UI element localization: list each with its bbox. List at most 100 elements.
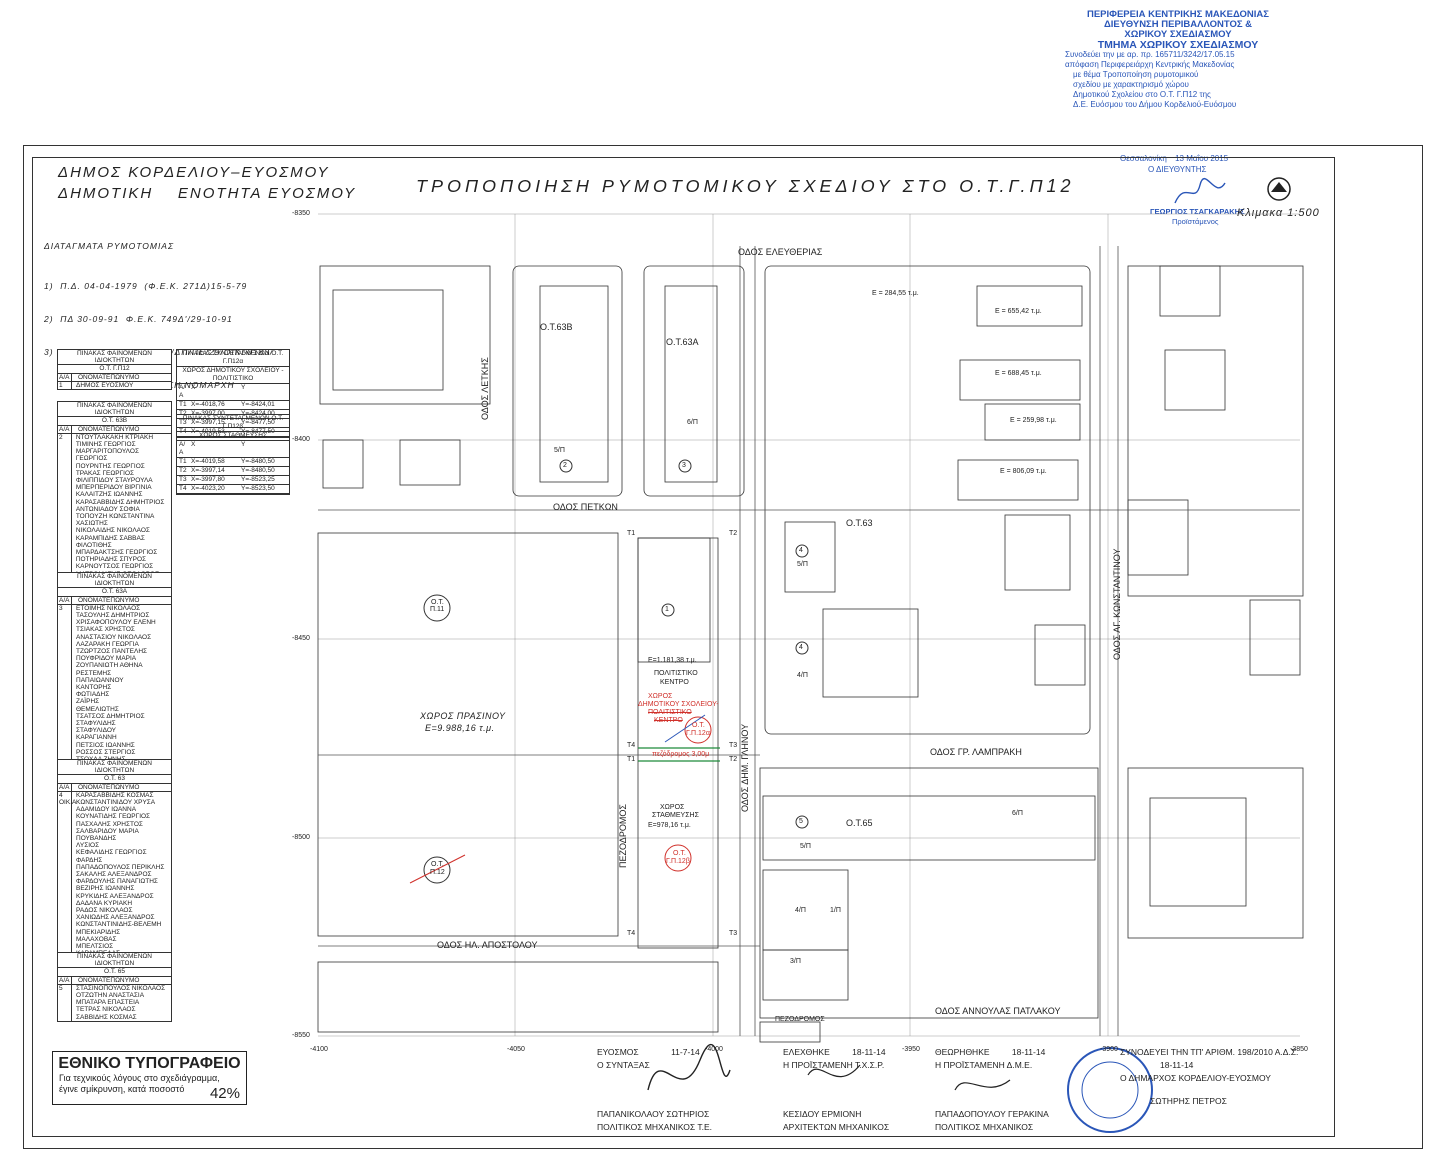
- floors-label: 3/Π: [790, 958, 801, 965]
- owner-name: ΤΡΑΚΑΣ ΓΕΩΡΓΙΟΣ: [75, 469, 135, 477]
- owner-name: ΜΑΛΑΧΟΒΑΣ: [76, 935, 117, 943]
- coord-cell: Υ=-8424,01: [241, 401, 275, 408]
- stamp-line: Δημοτικού Σχολείου στο Ο.Τ. Γ.Π12 της: [1073, 90, 1211, 99]
- sig-label: ΕΥΟΣΜΟΣ: [597, 1047, 639, 1057]
- municipality-title: ΔΗΜΟΣ ΚΟΡΔΕΛΙΟΥ–ΕΥΟΣΜΟΥ: [58, 164, 330, 181]
- sig-role: Ο ΣΥΝΤΑΞΑΣ: [597, 1060, 650, 1070]
- col-header: ΟΝΟΜΑΤΕΠΩΝΥΜΟ: [78, 596, 140, 604]
- owner-name: ΧΡΙΣΑΦΟΠΟΥΛΟΥ ΕΛΕΝΗ: [76, 619, 156, 627]
- street-letkis: ΟΔΟΣ ΛΕΤΚΗΣ: [480, 357, 490, 420]
- sig-role: Η ΠΡΟΪΣΤΑΜΕΝΗ Τ.Χ.Σ.Ρ.: [783, 1060, 885, 1070]
- sig-role: Ο ΔΗΜΑΡΧΟΣ ΚΟΡΔΕΛΙΟΥ-ΕΥΟΣΜΟΥ: [1120, 1073, 1271, 1083]
- sig-title: ΠΟΛΙΤΙΚΟΣ ΜΗΧΑΝΙΚΟΣ: [935, 1122, 1034, 1132]
- floors-label: 4/Π: [795, 907, 806, 914]
- vertex-label: Τ1: [627, 756, 636, 763]
- stamp-signature-icon: [1174, 177, 1226, 204]
- floors-label: 4/Π: [797, 672, 808, 679]
- reduction-percent: 42%: [209, 1085, 240, 1102]
- area-label: Ε = 806,09 τ.μ.: [1000, 468, 1047, 475]
- owner-name: ΛΑΖΑΡΑΚΗ ΓΕΩΡΓΙΑ: [76, 640, 139, 648]
- sig-date: 18-11-14: [1160, 1060, 1194, 1070]
- stamp-line: σχεδίου με χαρακτηρισμό χώρου: [1073, 80, 1189, 89]
- block-p12: Π.12: [430, 869, 445, 876]
- owner-name: ΜΠΑΤΑΡΑ ΕΠΑΣΤΕΙΑ: [76, 999, 140, 1007]
- vertex-label: Τ4: [627, 742, 636, 749]
- owners-table-63a: ΠΙΝΑΚΑΣ ΦΑΙΝΟΜΕΝΩΝ ΙΔΙΟΚΤΗΤΩΝ Ο.Τ. 63Α Α…: [57, 572, 172, 779]
- street-eleftherias: ΟΔΟΣ ΕΛΕΥΘΕΡΙΑΣ: [738, 247, 823, 257]
- coord-cell: Α/Α: [179, 384, 186, 399]
- school-label: ΧΩΡΟΣ: [648, 693, 673, 700]
- coord-cell: Χ=-3997,80: [191, 476, 225, 483]
- scale-label: Κλιμακα 1:500: [1237, 207, 1320, 219]
- owner-name: ΖΑΪΡΗΣ: [76, 698, 100, 706]
- floors-label: 6/Π: [687, 419, 698, 426]
- stamp-line: ΔΙΕΥΘΥΝΣΗ ΠΕΡΙΒΑΛΛΟΝΤΟΣ &: [1103, 19, 1253, 30]
- stamp-city: Θεσσαλονίκη: [1120, 154, 1167, 163]
- owner-name: ΚΩΝΣΤΑΝΤΙΝΙΔΟΥ ΧΡΥΣΑ: [76, 799, 156, 807]
- table-title: ΠΙΝΑΚΑΣ ΣΥΝΤΕΤΑΓΜΕΝΩΝ Ο.Τ. Γ.Π12β: [177, 415, 289, 432]
- coord-cell: Τ2: [179, 410, 187, 417]
- owner-name: ΜΠΑΡΔΑΚΤΣΗΣ ΓΕΩΡΓΙΟΣ: [75, 549, 158, 557]
- block-63b: Ο.Τ.63Β: [540, 322, 573, 332]
- sheet-inner-border: [32, 157, 1335, 1137]
- floors-label: 1/Π: [830, 907, 841, 914]
- axis-x-label: -3850: [1290, 1046, 1308, 1053]
- owner-name: ΝΙΚΟΛΑΙΔΗΣ ΝΙΚΟΛΑΟΣ: [75, 527, 150, 535]
- sheet-border: [23, 145, 1423, 1149]
- coord-cell: Υ=-8477,50: [241, 419, 275, 426]
- owner-name: ΚΑΡΑΜΠΙΔΗΣ ΣΑΒΒΑΣ: [75, 534, 145, 542]
- stamp-date: 13 Μαΐου 2015: [1175, 154, 1229, 163]
- stamp-line: ΤΜΗΜΑ ΧΩΡΙΚΟΥ ΣΧΕΔΙΑΣΜΟΥ: [1097, 39, 1259, 51]
- owners-table-65: ΠΙΝΑΚΑΣ ΦΑΙΝΟΜΕΝΩΝ ΙΔΙΟΚΤΗΤΩΝ Ο.Τ. 65 Α/…: [57, 952, 172, 1022]
- owner-name: ΤΣΙΑΚΑΣ ΧΡΗΣΤΟΣ: [76, 626, 135, 634]
- block-65: Ο.Τ.65: [846, 818, 873, 828]
- table-num: 3: [58, 604, 72, 778]
- vertex-label: Τ1: [627, 530, 636, 537]
- green-space-label: ΧΩΡΟΣ ΠΡΑΣΙΝΟΥ: [420, 711, 506, 721]
- coord-cell: Υ: [241, 441, 246, 448]
- sig-role: Η ΠΡΟΪΣΤΑΜΕΝΗ Δ.Μ.Ε.: [935, 1060, 1033, 1070]
- owner-name: ΚΑΡΑΓΙΑΝΝΗ: [76, 734, 117, 742]
- axis-y-label: -8400: [292, 436, 310, 443]
- vertex-label: Τ3: [729, 742, 738, 749]
- owner-name: ΚΑΝΤΟΡΗΣ: [76, 684, 112, 692]
- coord-cell: Υ=-8424,00: [241, 410, 275, 417]
- stamp-director: Ο ΔΙΕΥΘΥΝΤΗΣ: [1148, 165, 1207, 174]
- floors-label: 6/Π: [1012, 810, 1023, 817]
- table-num: 1: [58, 381, 72, 390]
- coord-row: Τ2 Χ=-3997,00 Υ=-8424,00: [177, 410, 289, 419]
- street-patlakou: ΟΔΟΣ ΑΝΝΟΥΛΑΣ ΠΑΤΛΑΚΟΥ: [935, 1006, 1061, 1016]
- coord-cell: Χ=-3997,15: [191, 419, 225, 426]
- owner-name: ΚΑΛΑΙΤΖΗΣ ΙΩΑΝΝΗΣ: [75, 491, 143, 499]
- coord-cell: Χ=-3997,14: [191, 467, 225, 474]
- owner-name: ΛΥΣΙΟΣ: [76, 842, 100, 850]
- owner-name: ΜΠΕΛΤΣΙΟΣ: [76, 943, 114, 951]
- owner-name: ΟΤΖΩΤΗΝ ΑΝΑΣΤΑΣΙΑ: [76, 992, 145, 1000]
- table-num: 5: [58, 984, 72, 1021]
- owner-name: ΜΑΡΓΑΡΙΤΟΠΟΥΛΟΣ ΓΕΩΡΓΙΟΣ: [75, 448, 139, 463]
- col-header: Α/Α: [58, 425, 72, 433]
- stamp-signer-name: ΓΕΩΡΓΙΟΣ ΤΣΑΓΚΑΡΑΚΗΣ: [1150, 207, 1245, 216]
- owner-name: ΤΣΑΤΣΟΣ ΔΗΜΗΤΡΙΟΣ: [76, 712, 145, 720]
- coord-cell: Χ=-3997,00: [191, 410, 225, 417]
- coord-cell: Τ2: [179, 467, 187, 474]
- owner-name: ΦΙΛΟΤΙΘΗΣ: [75, 541, 112, 549]
- owner-name: ΚΩΝΣΤΑΝΤΙΝΙΔΗΣ-ΒΕΛΕΜΗ: [76, 921, 162, 929]
- owner-name: ΘΕΜΕΛΙΩΤΗΣ: [76, 705, 119, 713]
- table-block: Ο.Τ. 63: [58, 775, 171, 784]
- street-lamprakh: ΟΔΟΣ ΓΡ. ΛΑΜΠΡΑΚΗ: [930, 747, 1022, 757]
- owner-name: ΡΕΣΤΕΜΗΣ: [76, 669, 112, 677]
- printing-office-note: έγινε σμίκρυνση, κατά ποσοστό: [59, 1084, 185, 1094]
- street-glinou: ΟΔΟΣ ΔΗΜ. ΓΛΗΝΟΥ: [740, 723, 750, 812]
- table-title: ΠΙΝΑΚΑΣ ΦΑΙΝΟΜΕΝΩΝ ΙΔΙΟΚΤΗΤΩΝ: [58, 953, 171, 969]
- area-label: Ε = 688,45 τ.μ.: [995, 370, 1042, 377]
- decrees-title: ΔΙΑΤΑΓΜΑΤΑ ΡΥΜΟΤΟΜΙΑΣ: [44, 241, 175, 251]
